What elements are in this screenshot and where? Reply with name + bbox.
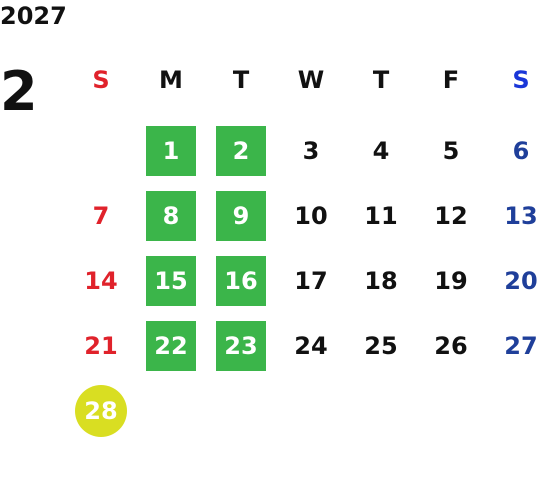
day-number: 16 — [216, 255, 266, 306]
weekday-header-sat: S — [512, 66, 530, 94]
day-cell-24[interactable]: 24 — [294, 331, 328, 360]
weekday-header-wed: W — [297, 66, 325, 94]
day-number: 1 — [146, 125, 196, 176]
day-cell-25[interactable]: 25 — [364, 331, 398, 360]
day-number: 23 — [216, 320, 266, 371]
day-cell-8[interactable]: 8 — [136, 183, 206, 248]
day-cell-6[interactable]: 6 — [512, 136, 530, 165]
day-cell-26[interactable]: 26 — [434, 331, 468, 360]
weekday-header-sun: S — [92, 66, 110, 94]
day-number: 15 — [146, 255, 196, 306]
year-label: 2027 — [0, 2, 67, 30]
day-cell-28[interactable]: 28 — [66, 378, 136, 443]
day-number: 2 — [216, 125, 266, 176]
day-cell-16[interactable]: 16 — [206, 248, 276, 313]
weekday-header-tue: T — [232, 66, 250, 94]
month-number: 2 — [0, 60, 38, 123]
day-cell-18[interactable]: 18 — [364, 266, 398, 295]
day-cell-1[interactable]: 1 — [136, 118, 206, 183]
day-cell-21[interactable]: 21 — [84, 331, 118, 360]
day-cell-13[interactable]: 13 — [504, 201, 538, 230]
day-cell-2[interactable]: 2 — [206, 118, 276, 183]
day-number: 8 — [146, 190, 196, 241]
day-cell-7[interactable]: 7 — [92, 201, 110, 230]
day-cell-11[interactable]: 11 — [364, 201, 398, 230]
day-number: 28 — [75, 384, 127, 437]
day-cell-23[interactable]: 23 — [206, 313, 276, 378]
day-cell-20[interactable]: 20 — [504, 266, 538, 295]
day-cell-5[interactable]: 5 — [442, 136, 460, 165]
weekday-header-fri: F — [442, 66, 460, 94]
day-cell-4[interactable]: 4 — [372, 136, 390, 165]
day-cell-27[interactable]: 27 — [504, 331, 538, 360]
day-cell-3[interactable]: 3 — [302, 136, 320, 165]
day-cell-19[interactable]: 19 — [434, 266, 468, 295]
day-number: 22 — [146, 320, 196, 371]
day-cell-9[interactable]: 9 — [206, 183, 276, 248]
day-cell-14[interactable]: 14 — [84, 266, 118, 295]
day-cell-17[interactable]: 17 — [294, 266, 328, 295]
weekday-header-mon: M — [159, 66, 183, 94]
day-number: 9 — [216, 190, 266, 241]
weekday-header-thu: T — [372, 66, 390, 94]
day-cell-15[interactable]: 15 — [136, 248, 206, 313]
day-cell-22[interactable]: 22 — [136, 313, 206, 378]
day-cell-10[interactable]: 10 — [294, 201, 328, 230]
day-cell-12[interactable]: 12 — [434, 201, 468, 230]
